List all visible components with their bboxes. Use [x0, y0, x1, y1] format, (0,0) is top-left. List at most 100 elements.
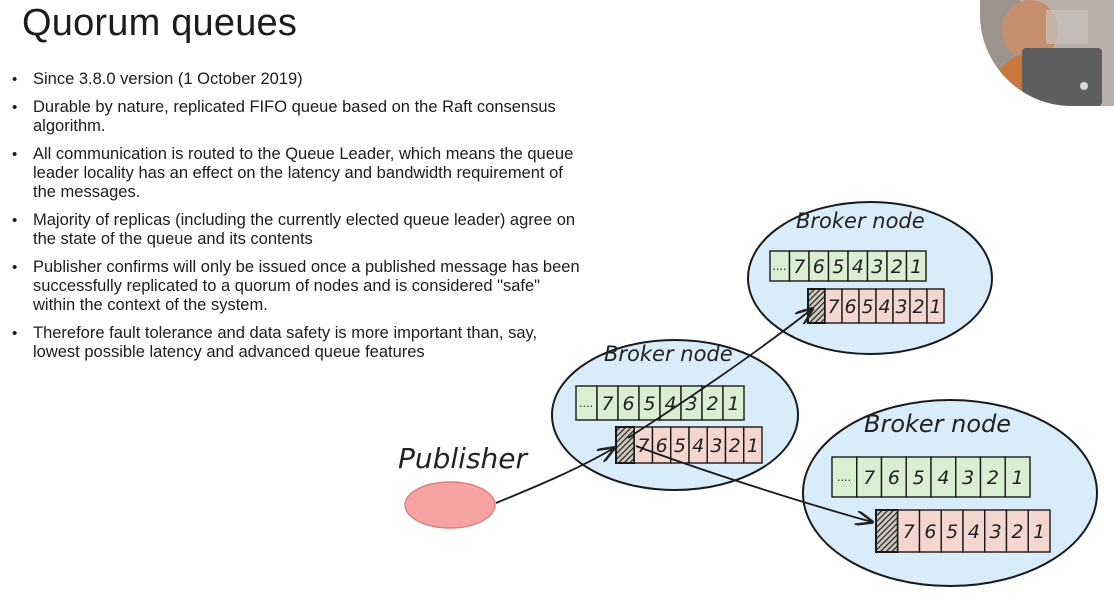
queue-message-number: 4 [664, 393, 676, 415]
queue-message-number: 4 [878, 296, 890, 318]
queue-cell [706, 426, 727, 464]
queue-message-number: 6 [622, 393, 634, 415]
arrow-leader-to-follower-top [627, 309, 812, 439]
queue-message-number: 3 [871, 256, 883, 278]
broker-node-label: Broker node [864, 410, 1011, 438]
queue-cell [892, 288, 911, 324]
queue-message-number: 1 [727, 393, 739, 415]
queue-cell [701, 385, 724, 421]
queue-cell [596, 385, 619, 421]
broker-node-ellipse [747, 201, 993, 355]
queue-message-number: 7 [863, 467, 875, 489]
queue-message-number: 4 [937, 467, 949, 489]
queue-message-number: 6 [813, 256, 825, 278]
queue-message-number: 5 [861, 296, 873, 318]
queue-message-number: 6 [844, 296, 856, 318]
queue-cell [808, 250, 830, 282]
new-message-cell [615, 426, 636, 464]
queue-cell [905, 250, 927, 282]
queue-message-number: 4 [692, 435, 704, 457]
queue-message-number: 2 [706, 393, 718, 415]
queue-cell [788, 250, 810, 282]
queue-cell [875, 288, 894, 324]
queue-message-number: 5 [643, 393, 655, 415]
queue-cell [827, 250, 849, 282]
queue-ellipsis: .... [837, 471, 851, 484]
queue-message-number: 4 [852, 256, 864, 278]
queue-message-number: 1 [1012, 467, 1024, 489]
bullet-item: Therefore fault tolerance and data safet… [12, 324, 580, 362]
queue-cell [926, 288, 945, 324]
queue-ellipsis: .... [580, 397, 594, 410]
arrow-leader-to-follower-bottom [635, 445, 872, 522]
queue-message-number: 2 [891, 256, 903, 278]
presenter-webcam-overlay [980, 0, 1114, 106]
queue-message-number: 3 [710, 435, 722, 457]
bullet-item: Majority of replicas (including the curr… [12, 211, 580, 249]
queue-cell [670, 426, 690, 464]
bullet-list: Since 3.8.0 version (1 October 2019) Dur… [12, 70, 580, 371]
queue-cell [955, 456, 982, 498]
queue-cell [743, 426, 763, 464]
broker-node-ellipse [551, 339, 799, 491]
queue-cell [769, 250, 791, 282]
queue-cell [659, 385, 682, 421]
queue-cell [1005, 509, 1029, 553]
slide-title: Quorum queues [22, 2, 298, 44]
new-message-cell [807, 288, 826, 324]
queue-cell [688, 426, 708, 464]
queue-ellipsis: .... [773, 260, 787, 273]
queue-message-number: 2 [912, 296, 924, 318]
queue-message-number: 5 [674, 435, 686, 457]
queue-message-number: 3 [685, 393, 697, 415]
queue-cell [909, 288, 928, 324]
queue-message-number: 7 [827, 296, 839, 318]
queue-cell [633, 426, 654, 464]
queue-message-number: 1 [910, 256, 922, 278]
queue-message-number: 3 [962, 467, 974, 489]
queue-cell [962, 509, 986, 553]
queue-cell [940, 509, 964, 553]
queue-message-number: 6 [924, 521, 936, 543]
queue-cell [897, 509, 921, 553]
queue-message-number: 7 [903, 521, 915, 543]
queue-cell [638, 385, 661, 421]
queue-message-number: 5 [913, 467, 925, 489]
queue-message-number: 1 [929, 296, 941, 318]
queue-message-number: 7 [637, 435, 649, 457]
publisher-node [404, 481, 496, 529]
bullet-item: All communication is routed to the Queue… [12, 145, 580, 202]
queue-message-number: 3 [895, 296, 907, 318]
arrow-publisher-to-leader [495, 448, 614, 504]
bullet-item: Publisher confirms will only be issued o… [12, 258, 580, 315]
webcam-icon [980, 0, 1114, 106]
queue-cell [841, 288, 860, 324]
queue-cell [886, 250, 908, 282]
queue-message-number: 7 [793, 256, 805, 278]
broker-node-ellipse [802, 399, 1098, 587]
broker-node-label: Broker node [604, 342, 733, 366]
queue-message-number: 2 [729, 435, 741, 457]
queue-cell [831, 456, 858, 498]
queue-cell [930, 456, 957, 498]
queue-cell [1027, 509, 1051, 553]
queue-message-number: 3 [990, 521, 1002, 543]
queue-message-number: 6 [656, 435, 668, 457]
queue-cell [918, 509, 942, 553]
queue-cell [824, 288, 843, 324]
queue-message-number: 2 [987, 467, 999, 489]
queue-cell [847, 250, 869, 282]
queue-cell [1004, 456, 1031, 498]
queue-message-number: 2 [1011, 521, 1023, 543]
bullet-item: Since 3.8.0 version (1 October 2019) [12, 70, 580, 89]
queue-message-number: 5 [946, 521, 958, 543]
bullet-item: Durable by nature, replicated FIFO queue… [12, 98, 580, 136]
queue-message-number: 1 [747, 435, 759, 457]
queue-message-number: 5 [832, 256, 844, 278]
queue-message-number: 6 [888, 467, 900, 489]
new-message-cell [875, 509, 899, 553]
